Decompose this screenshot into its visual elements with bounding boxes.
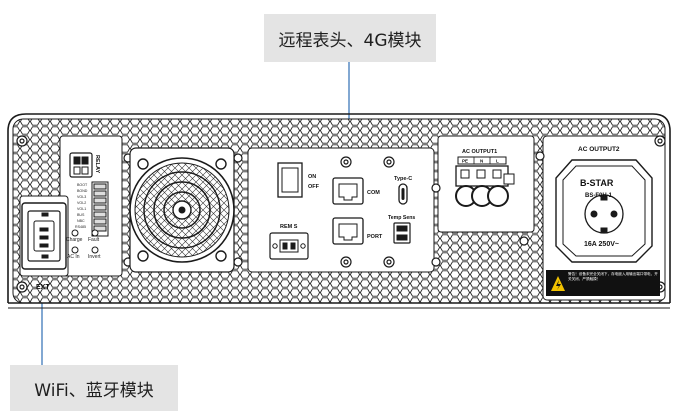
ac-output1-label: AC OUTPUT1: [462, 149, 497, 155]
temp-sens-connector: [393, 222, 411, 244]
com-rj45-port: [332, 177, 364, 205]
ext-power-inlet: [21, 202, 67, 270]
led-label-ac-in: AC In: [67, 254, 80, 260]
type-c-label: Type-C: [394, 176, 412, 182]
dip-labels: BOOT BOND VOL3 VOL2 VOL1 BUS NBC RS485: [75, 183, 88, 229]
ext-label: EXT: [36, 284, 50, 291]
led-label-charge: Charge: [66, 237, 83, 243]
warning-text: 警告！设备未完全关闭下，存电嵌入用输出端口带电，开关关闭，严禁触摸！: [568, 272, 658, 281]
dip-label-6: NBC: [77, 219, 85, 223]
dip-label-3: VOL2: [77, 201, 86, 205]
com-label: COM: [367, 190, 380, 196]
rem-s-connector: [269, 232, 309, 260]
port-rj45-port: [332, 217, 364, 245]
socket-rating: 16A 250V~: [584, 241, 619, 248]
ac-output1-terminal: [455, 156, 515, 207]
temp-sens-label: Temp Sens: [388, 215, 415, 221]
dip-label-1: BOND: [77, 189, 88, 193]
status-leds: [71, 229, 99, 254]
ac-output1-pin-n: N: [480, 159, 483, 164]
ac-output2-socket: [555, 159, 653, 263]
led-label-fault: Fault: [88, 237, 100, 243]
led-label-invert: Invert: [88, 254, 101, 260]
callout-wifi-bluetooth: WiFi、蓝牙模块: [10, 365, 178, 411]
dip-label-4: VOL1: [77, 207, 86, 211]
cooling-fan: [129, 147, 235, 273]
dip-label-5: BUS: [77, 213, 85, 217]
switch-off-label: OFF: [308, 184, 320, 190]
warning-label: [546, 270, 660, 296]
ac-output1-pin-l: L: [496, 159, 499, 164]
ac-output2-label: AC OUTPUT2: [578, 146, 620, 153]
relay-terminal: [69, 152, 93, 178]
rem-s-label: REM S: [280, 224, 298, 230]
socket-model: BS-F0H-1: [585, 193, 613, 199]
dip-label-2: VOL3: [77, 195, 86, 199]
dip-label-7: RS485: [75, 225, 86, 229]
dip-label-0: BOOT: [77, 183, 88, 187]
ac-output1-pin-pe: PE: [462, 159, 468, 164]
socket-brand: B-STAR: [580, 178, 614, 188]
callout-top-text: 远程表头、4G模块: [278, 30, 422, 51]
power-switch: [277, 162, 303, 198]
switch-on-label: ON: [308, 174, 316, 180]
callout-remote-meter-4g: 远程表头、4G模块: [264, 14, 436, 62]
callout-bottom-text: WiFi、蓝牙模块: [34, 380, 154, 401]
relay-label: RELAY: [94, 155, 100, 173]
port-label: PORT: [367, 234, 383, 240]
dip-switch-block: [91, 181, 109, 237]
